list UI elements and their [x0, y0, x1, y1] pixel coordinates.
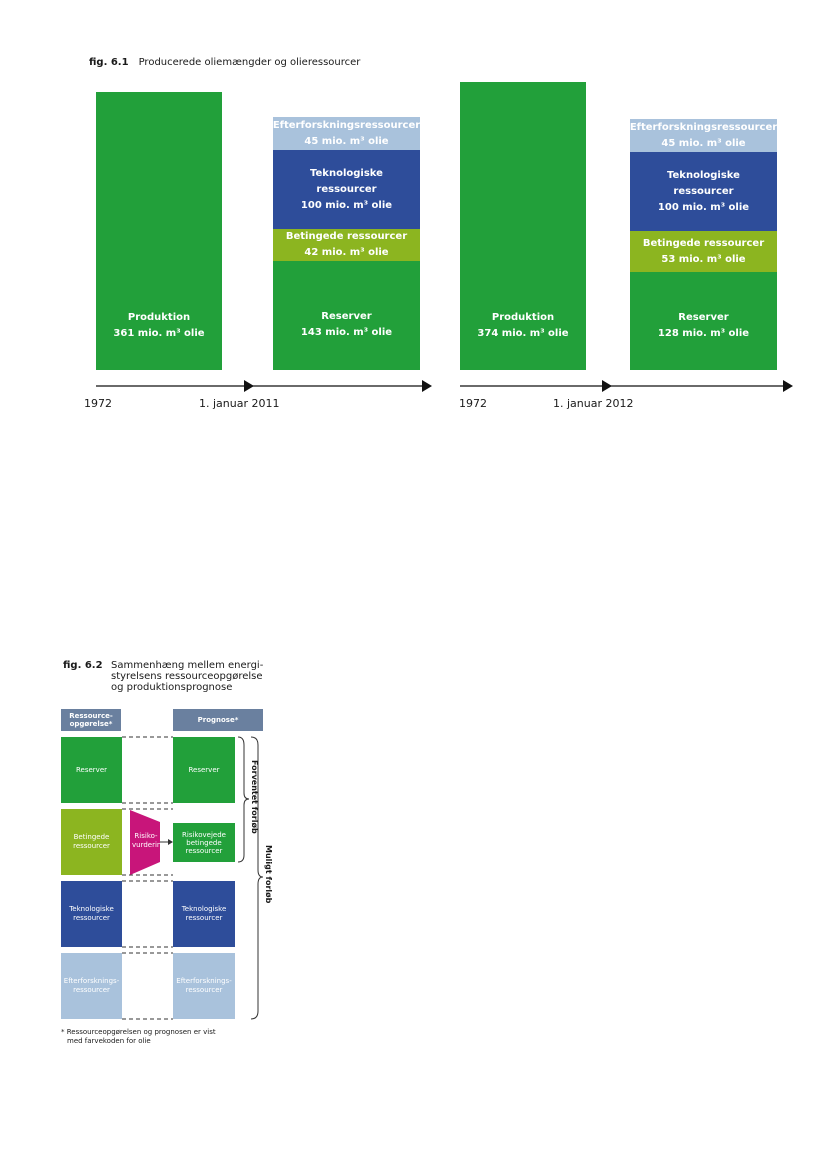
reserver-block-2011: Reserver 143 mio. m³ olie [273, 261, 420, 370]
efterforskning-block-2012: Efterforskningsressourcer 45 mio. m³ oli… [630, 119, 777, 152]
teknologiske-label-2011-b: ressourcer [316, 183, 377, 195]
betingede-value-2011: 42 mio. m³ olie [304, 247, 389, 258]
right-efterforskning: Efterforsknings- ressourcer [173, 953, 235, 1019]
header-prognose: Prognose* [173, 709, 263, 731]
risk-label-line-2: vurdering [132, 841, 166, 849]
production-value-2012: 374 mio. m³ olie [477, 328, 569, 339]
right-reserver: Reserver [173, 737, 235, 803]
fig2-title-line-3: og produktionsprognose [111, 682, 233, 693]
footnote-line-2: med farvekoden for olie [67, 1037, 151, 1045]
left-teknologiske-line-1: Teknologiske [69, 905, 114, 913]
production-bar-2012: Produktion 374 mio. m³ olie [460, 82, 586, 370]
axis-date-2012: 1. januar 2012 [553, 397, 634, 410]
production-value-2011: 361 mio. m³ olie [113, 328, 205, 339]
reserver-value-2011: 143 mio. m³ olie [300, 327, 393, 338]
teknologiske-block-2012: Teknologiske ressourcer 100 mio. m³ olie [630, 152, 777, 231]
label-forventet-forlob: Forventet forløb [250, 760, 259, 834]
teknologiske-label-2012-b: ressourcer [673, 185, 734, 197]
fig2-number: fig. 6.2 [63, 660, 103, 671]
timeline-arrows [96, 380, 793, 392]
left-efterforskning-line-2: ressourcer [73, 986, 110, 994]
risk-trapezoid [130, 810, 160, 875]
teknologiske-block-2011: Teknologiske ressourcer 100 mio. m³ olie [273, 150, 420, 229]
efterforskning-label-2011: Efterforskningsressourcer [272, 119, 421, 131]
timeline-2011 [96, 380, 432, 392]
axis-start-2012: 1972 [459, 397, 487, 410]
header-left-line-1: Ressource- [69, 712, 113, 720]
right-efterforskning-line-1: Efterforsknings- [176, 977, 232, 985]
fig2-title: fig. 6.2 Sammenhæng mellem energi- styrel… [63, 660, 263, 693]
axis-date-2011: 1. januar 2011 [199, 397, 280, 410]
teknologiske-value-2012: 100 mio. m³ olie [657, 201, 750, 213]
timeline-2012 [460, 380, 793, 392]
betingede-value-2012: 53 mio. m³ olie [661, 253, 746, 265]
bracket-forventet [237, 736, 250, 863]
reserver-label-2012: Reserver [678, 312, 729, 323]
fig2-connectors [122, 736, 264, 1020]
header-right-label: Prognose* [197, 715, 239, 724]
production-bar-2011: Produktion 361 mio. m³ olie [96, 92, 222, 370]
reserver-block-2012: Reserver 128 mio. m³ olie [630, 272, 777, 370]
risk-label: Risiko- vurdering [132, 832, 166, 850]
betingede-block-2012: Betingede ressourcer 53 mio. m³ olie [630, 231, 777, 272]
left-reserver-label: Reserver [75, 765, 107, 774]
right-risiko-line-1: Risikovejede [182, 830, 226, 839]
reserver-label-2011: Reserver [321, 311, 372, 322]
right-teknologiske-line-1: Teknologiske [181, 905, 227, 913]
fig2-title-line-1: Sammenhæng mellem energi- [111, 660, 264, 671]
efterforskning-value-2012: 45 mio. m³ olie [661, 137, 746, 149]
fig1-number: fig. 6.1 [89, 57, 129, 68]
footnote-asterisk: * [61, 1028, 65, 1036]
right-risikovejede: Risikovejede betingede ressourcer [173, 823, 235, 862]
efterforskning-value-2011: 45 mio. m³ olie [304, 135, 389, 147]
right-risiko-line-2: betingede [186, 838, 222, 847]
teknologiske-label-2012-a: Teknologiske [667, 169, 740, 181]
header-ressourceopgorelse: Ressource- opgørelse* [61, 709, 121, 731]
fig1-title-text: Producerede oliemængder og olieressource… [138, 57, 361, 68]
efterforskning-block-2011: Efterforskningsressourcer 45 mio. m³ oli… [273, 117, 420, 150]
left-betingede-line-1: Betingede [73, 833, 110, 841]
left-reserver: Reserver [61, 737, 122, 803]
betingede-label-2011: Betingede ressourcer [285, 231, 408, 242]
right-teknologiske: Teknologiske ressourcer [173, 881, 235, 947]
left-betingede: Betingede ressourcer [61, 809, 122, 875]
right-reserver-label: Reserver [188, 765, 220, 774]
footnote-line-1: Ressourceopgørelsen og prognosen er vist [66, 1028, 216, 1036]
fig2-footnote: * Ressourceopgørelsen og prognosen er vi… [61, 1028, 251, 1046]
dashed-connectors [122, 736, 173, 1020]
left-efterforskning: Efterforsknings- ressourcer [61, 953, 122, 1019]
left-betingede-line-2: ressourcer [73, 842, 110, 850]
label-muligt-forlob: Muligt forløb [264, 845, 273, 904]
left-efterforskning-line-1: Efterforsknings- [63, 977, 120, 985]
betingede-label-2012: Betingede ressourcer [642, 237, 765, 249]
fig1-title: fig. 6.1 Producerede oliemængder og olier… [89, 57, 360, 68]
risk-label-line-1: Risiko- [134, 832, 158, 840]
axis-start-2011: 1972 [84, 397, 112, 410]
production-label-2011: Produktion [127, 312, 191, 323]
production-label-2012: Produktion [491, 312, 555, 323]
betingede-block-2011: Betingede ressourcer 42 mio. m³ olie [273, 229, 420, 261]
left-teknologiske: Teknologiske ressourcer [61, 881, 122, 947]
right-teknologiske-line-2: ressourcer [185, 914, 223, 922]
efterforskning-label-2012: Efterforskningsressourcer [629, 121, 778, 133]
bracket-muligt [250, 736, 264, 1020]
header-left-line-2: opgørelse* [69, 720, 113, 728]
teknologiske-value-2011: 100 mio. m³ olie [300, 199, 393, 211]
right-efterforskning-line-2: ressourcer [185, 986, 223, 994]
right-risiko-line-3: ressourcer [185, 846, 223, 855]
teknologiske-label-2011-a: Teknologiske [310, 167, 383, 179]
fig2-title-line-2: styrelsens ressourceopgørelse [111, 671, 263, 682]
reserver-value-2012: 128 mio. m³ olie [657, 328, 750, 339]
left-teknologiske-line-2: ressourcer [73, 914, 110, 922]
